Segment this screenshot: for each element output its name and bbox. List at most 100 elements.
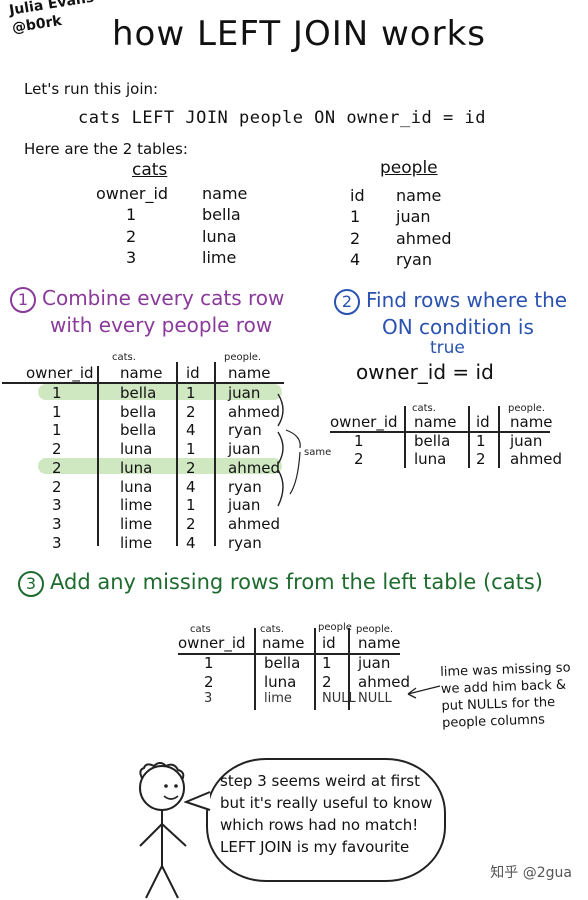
table-cell: luna (120, 440, 153, 459)
note-arrow (407, 685, 441, 699)
watermark: 知乎 @2gua (490, 865, 572, 881)
step1-group-people: people. (224, 352, 262, 363)
people-col-name: name (396, 186, 442, 205)
cats-cell: lime (202, 248, 237, 267)
cats-table-title: cats (132, 160, 168, 180)
same-rows-brace (277, 393, 301, 507)
page-title: how LEFT JOIN works (112, 14, 486, 54)
step2-group-cats: cats. (412, 403, 436, 414)
table-cell: lime (120, 533, 153, 552)
step3-col: name (262, 634, 305, 652)
table-cell: 3 (52, 533, 62, 552)
brace-mark (277, 431, 284, 465)
people-table-title: people (380, 158, 438, 178)
table-cell: 1 (52, 384, 62, 402)
table-cell: juan (228, 496, 261, 515)
step3-title-text: Add any missing rows from the left table… (50, 570, 543, 594)
table-cell: 3 (204, 691, 213, 706)
table-cell: NULL (322, 691, 356, 706)
table-cell: 2 (186, 458, 196, 477)
step1-column-rule (176, 362, 178, 546)
table-cell: luna (120, 477, 153, 496)
step3-column-rule (348, 628, 350, 710)
cats-col-name: name (202, 184, 248, 203)
speech-text: step 3 seems weird at first but it's rea… (220, 772, 433, 856)
step3-column-rule (254, 628, 256, 710)
intro-run-label: Let's run this join: (24, 80, 159, 98)
step3-note: lime was missing so we add him back & pu… (440, 660, 571, 731)
people-col-id: id (350, 186, 365, 205)
people-cell: 4 (350, 250, 361, 269)
table-cell: NULL (358, 691, 392, 706)
table-cell: bella (120, 421, 157, 440)
arrow-mark (285, 429, 301, 449)
step1-col: owner_id (26, 364, 94, 382)
step3-column-rule (314, 628, 316, 710)
step1-header-rule (2, 382, 284, 384)
table-cell: 3 (52, 496, 62, 515)
table-cell: 2 (52, 440, 62, 459)
table-cell: 4 (186, 533, 196, 552)
step3-group: cats (190, 624, 211, 635)
table-cell: 2 (186, 514, 196, 533)
table-cell: 2 (354, 450, 364, 468)
table-cell: 1 (204, 654, 214, 672)
step3-group: people (318, 622, 352, 633)
step2-col: id (476, 413, 490, 431)
table-cell: 1 (52, 402, 62, 421)
table-cell: 1 (186, 384, 196, 402)
table-cell: 1 (186, 440, 196, 459)
table-cell: bella (264, 654, 301, 672)
table-cell: 2 (476, 450, 486, 468)
step3-group: people. (356, 624, 394, 635)
table-cell: 2 (52, 458, 62, 477)
cats-cell: 3 (126, 248, 137, 267)
people-cell: ryan (396, 250, 432, 269)
match-highlight (38, 384, 282, 400)
step1-col: name (120, 364, 163, 382)
step2-condition: owner_id = id (356, 360, 494, 384)
cats-cell: 1 (126, 205, 137, 224)
table-cell: ahmed (358, 672, 411, 691)
speech-bubble-tail (184, 791, 211, 811)
people-cell: juan (396, 207, 431, 226)
tables-intro-label: Here are the 2 tables: (24, 140, 188, 158)
table-cell: ryan (228, 533, 262, 552)
people-cell: 1 (350, 207, 361, 226)
table-cell: 1 (354, 432, 364, 450)
table-cell: lime (120, 496, 153, 515)
cats-cell: bella (202, 205, 241, 224)
step3-col: id (322, 634, 336, 652)
table-cell: juan (228, 384, 261, 402)
step2-column-rule (404, 406, 406, 468)
table-cell: ryan (228, 477, 262, 496)
step3-group: cats. (260, 624, 284, 635)
sql-query: cats LEFT JOIN people ON owner_id = id (78, 108, 486, 128)
step2-group-people: people. (508, 403, 546, 414)
table-cell: 1 (322, 654, 332, 672)
step1-col: name (228, 364, 271, 382)
table-cell: ahmed (510, 450, 563, 468)
stick-figure-illustration (139, 762, 187, 899)
table-cell: ryan (228, 421, 262, 440)
step1-number: 1 (10, 287, 36, 313)
step1-column-rule (214, 362, 216, 546)
table-cell: 1 (476, 432, 486, 450)
brace-mark (277, 469, 284, 507)
step3-col: name (358, 634, 401, 652)
cats-col-owner-id: owner_id (96, 184, 169, 203)
table-cell: 2 (322, 672, 332, 691)
table-cell: ahmed (228, 514, 281, 533)
table-cell: luna (414, 450, 447, 468)
arrow-mark (289, 451, 301, 495)
step3-col: owner_id (178, 634, 246, 652)
step2-number: 2 (334, 289, 360, 315)
table-cell: bella (120, 402, 157, 421)
step2-col: name (510, 413, 553, 431)
step2-title-line2: ON condition is (382, 315, 534, 339)
step3-number: 3 (18, 571, 44, 597)
people-cell: ahmed (396, 229, 452, 248)
step1-column-rule (97, 366, 99, 546)
table-cell: juan (358, 654, 391, 672)
